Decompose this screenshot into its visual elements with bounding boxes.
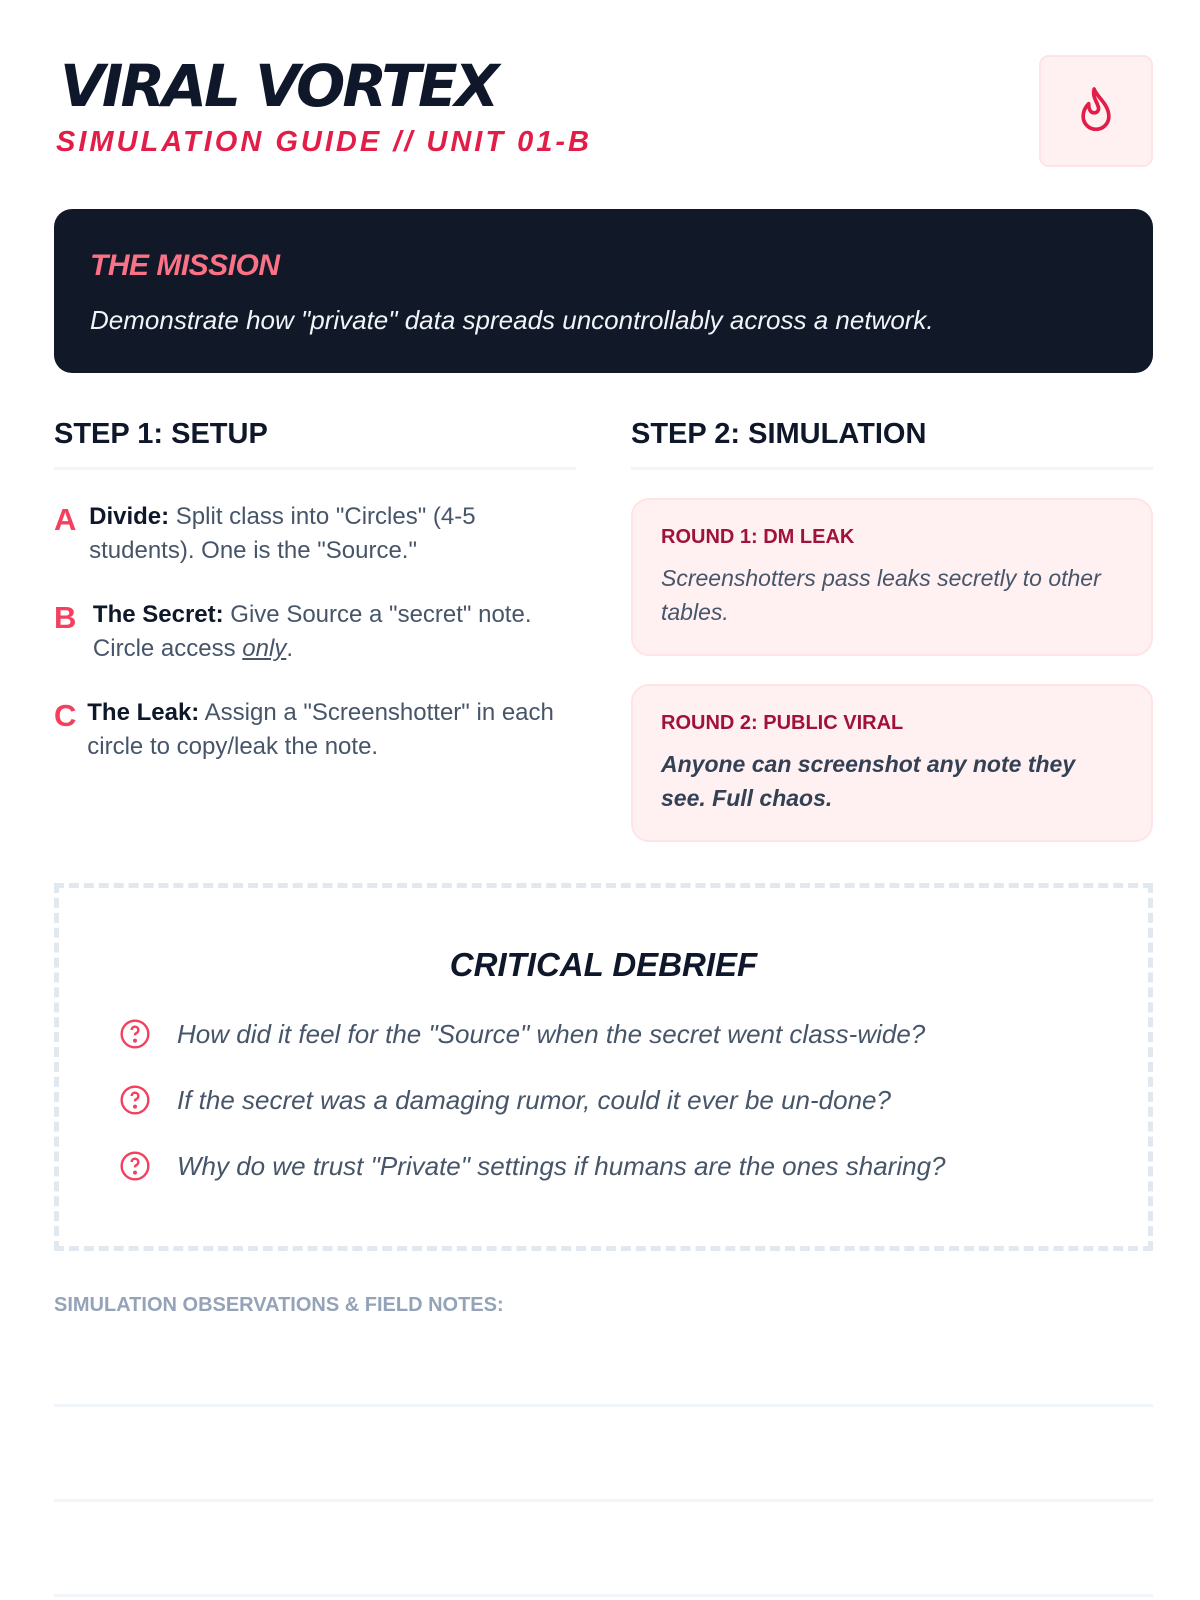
step2-heading: STEP 2: SIMULATION xyxy=(631,418,1153,470)
notes-line[interactable] xyxy=(54,1594,1153,1597)
question-circle-icon xyxy=(120,1151,150,1181)
step-letter: A xyxy=(54,502,77,537)
debrief-title: CRITICAL DEBRIEF xyxy=(449,946,758,983)
round-title: ROUND 1: DM LEAK xyxy=(661,526,855,548)
notes-line[interactable] xyxy=(54,1404,1153,1407)
step2-section: STEP 2: SIMULATION ROUND 1: DM LEAK Scree… xyxy=(631,418,1153,842)
round-text: Screenshotters pass leaks secretly to ot… xyxy=(661,565,1101,625)
question-text: Why do we trust "Private" settings if hu… xyxy=(177,1150,946,1181)
flame-badge xyxy=(1039,55,1153,167)
step-text: Divide: Split class into "Circles" (4-5 … xyxy=(89,503,476,564)
step-item: B The Secret: Give Source a "secret" note… xyxy=(54,598,576,666)
question-text: How did it feel for the "Source" when th… xyxy=(177,1018,926,1049)
step1-heading: STEP 1: SETUP xyxy=(54,418,576,470)
debrief-question: Why do we trust "Private" settings if hu… xyxy=(119,1150,1148,1182)
step-item: A Divide: Split class into "Circles" (4-5… xyxy=(54,500,576,568)
mission-title: THE MISSION xyxy=(90,249,280,282)
round-text: Anyone can screenshot any note they see.… xyxy=(661,751,1076,811)
notes-line[interactable] xyxy=(54,1499,1153,1502)
notes-label: SIMULATION OBSERVATIONS & FIELD NOTES: xyxy=(54,1294,504,1316)
step-text: The Leak: Assign a "Screenshotter" in ea… xyxy=(87,699,554,760)
flame-icon xyxy=(1081,87,1111,132)
debrief-box: CRITICAL DEBRIEF How did it feel for the… xyxy=(54,883,1153,1251)
mission-card: THE MISSION Demonstrate how "private" da… xyxy=(54,209,1153,373)
question-circle-icon xyxy=(120,1085,150,1115)
debrief-question: How did it feel for the "Source" when th… xyxy=(119,1018,1148,1050)
page-subtitle: SIMULATION GUIDE // UNIT 01-B xyxy=(56,126,592,158)
step-letter: B xyxy=(54,600,77,635)
round-title: ROUND 2: PUBLIC VIRAL xyxy=(661,712,904,734)
step1-section: STEP 1: SETUP A Divide: Split class into … xyxy=(54,418,576,764)
step-item: C The Leak: Assign a "Screenshotter" in e… xyxy=(54,696,576,764)
step-text: The Secret: Give Source a "secret" note.… xyxy=(92,601,532,662)
step-letter: C xyxy=(54,698,77,733)
mission-text: Demonstrate how "private" data spreads u… xyxy=(90,305,934,335)
debrief-question: If the secret was a damaging rumor, coul… xyxy=(119,1084,1148,1116)
round-card: ROUND 1: DM LEAK Screenshotters pass leak… xyxy=(631,498,1153,656)
question-text: If the secret was a damaging rumor, coul… xyxy=(177,1084,891,1115)
question-circle-icon xyxy=(120,1019,150,1049)
page-title: VIRAL VORTEX xyxy=(60,52,499,120)
round-card: ROUND 2: PUBLIC VIRAL Anyone can screensh… xyxy=(631,684,1153,842)
